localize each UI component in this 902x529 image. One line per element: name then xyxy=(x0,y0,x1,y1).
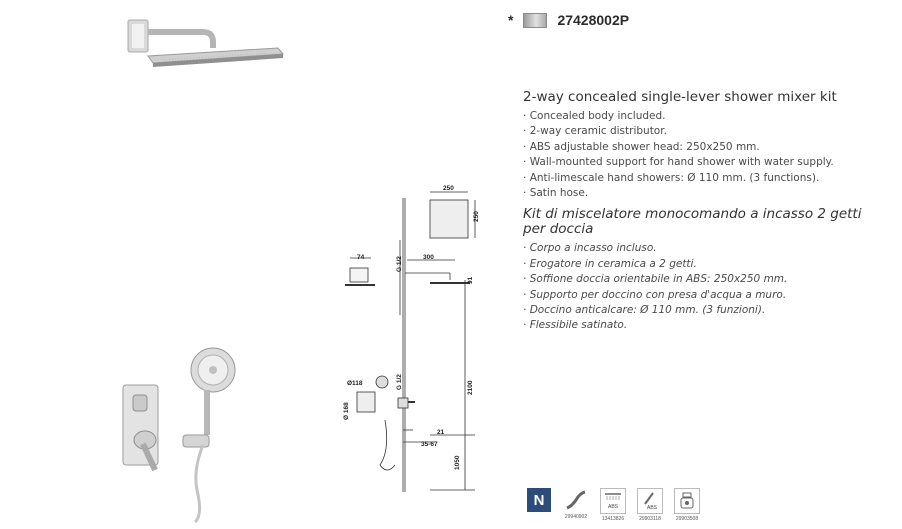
feature-item: Concealed body included. xyxy=(523,109,883,124)
feature-item: Wall-mounted support for hand shower wit… xyxy=(523,155,883,170)
svg-text:ABS: ABS xyxy=(647,505,658,511)
feature-item: ABS adjustable shower head: 250x250 mm. xyxy=(523,140,883,155)
technical-drawing: 250 250 74 G 1/2 300 91 Ø118 G 1/2 2100 … xyxy=(343,185,480,492)
abs-shower-head-icon: ABS 13413826 xyxy=(598,488,628,522)
dim-250-height: 250 xyxy=(473,211,480,222)
features-english: Concealed body included. 2-way ceramic d… xyxy=(523,109,883,201)
feature-item: 2-way ceramic distributor. xyxy=(523,124,883,139)
dim-21: 21 xyxy=(437,429,445,436)
n-badge-icon: N xyxy=(524,488,554,522)
feature-item: Supporto per doccino con presa d'acqua a… xyxy=(523,288,883,303)
asterisk-mark: * xyxy=(508,12,514,28)
dim-118: Ø118 xyxy=(347,380,363,387)
dim-g12-bottom: G 1/2 xyxy=(396,374,403,390)
product-description: 2-way concealed single-lever shower mixe… xyxy=(523,89,883,334)
feature-item: Soffione doccia orientabile in ABS: 250x… xyxy=(523,272,883,287)
dim-1050: 1050 xyxy=(454,455,461,470)
feature-item: Flessibile satinato. xyxy=(523,318,883,333)
dim-168: Ø 168 xyxy=(343,402,350,420)
abs-hand-shower-icon: ABS 29903118 xyxy=(635,488,665,522)
product-code-header: * 27428002P xyxy=(508,12,629,28)
dim-250-width: 250 xyxy=(443,185,454,192)
hose-icon: 29940902 xyxy=(561,488,591,522)
feature-item: Satin hose. xyxy=(523,186,883,201)
feature-item: Erogatore in ceramica a 2 getti. xyxy=(523,257,883,272)
product-code: 27428002P xyxy=(557,12,630,28)
chrome-finish-swatch xyxy=(523,12,548,28)
title-english: 2-way concealed single-lever shower mixe… xyxy=(523,89,837,105)
feature-icons-row: N 29940902 ABS 13413826 ABS 29903118 xyxy=(524,488,702,522)
mixer-and-hand-shower-photo xyxy=(122,347,236,524)
feature-item: Corpo a incasso incluso. xyxy=(523,241,883,256)
feature-item: Doccino anticalcare: Ø 110 mm. (3 funzio… xyxy=(523,303,883,318)
dim-35-67: 35-67 xyxy=(421,441,438,448)
dim-2100: 2100 xyxy=(467,380,474,395)
dim-74: 74 xyxy=(357,254,365,261)
shower-head-photo xyxy=(127,19,285,67)
dim-g12-top: G 1/2 xyxy=(396,256,403,272)
title-italian: Kit di miscelatore monocomando a incasso… xyxy=(523,206,862,238)
svg-text:ABS: ABS xyxy=(608,504,619,510)
feature-item: Anti-limescale hand showers: Ø 110 mm. (… xyxy=(523,171,883,186)
diverter-icon: 29903508 xyxy=(672,488,702,522)
features-italian: Corpo a incasso incluso. Erogatore in ce… xyxy=(523,241,883,333)
dim-91: 91 xyxy=(467,276,474,284)
dim-300: 300 xyxy=(423,254,434,261)
